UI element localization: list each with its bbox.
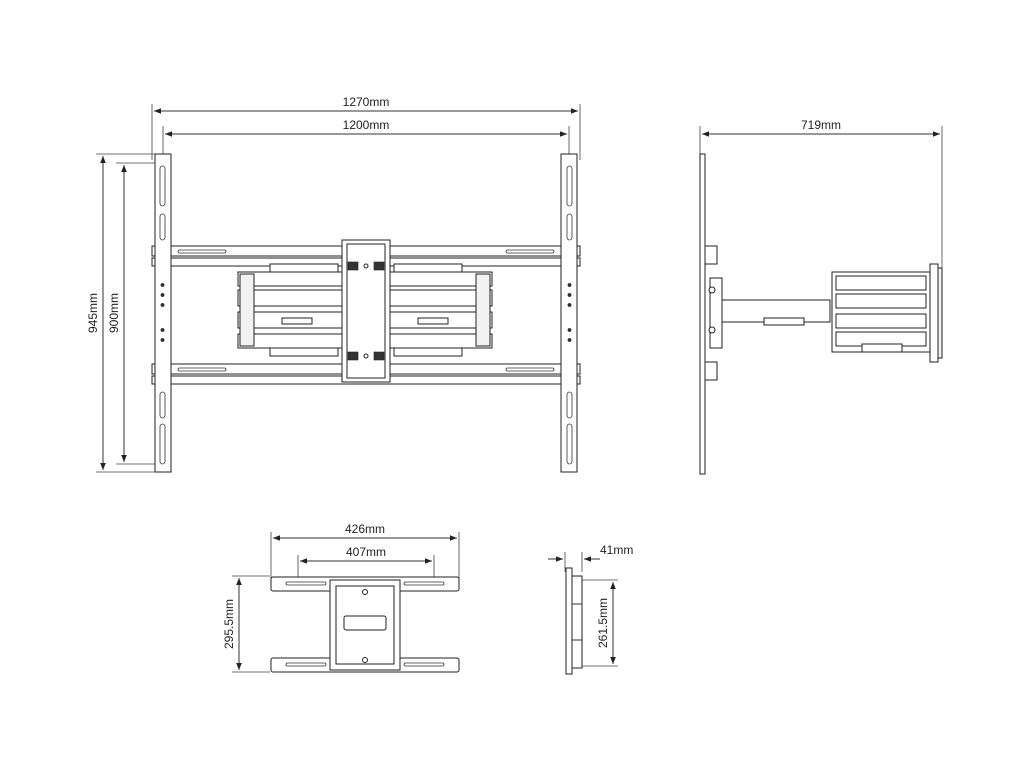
- front-view: 1270mm 1200mm 945mm 900mm: [86, 95, 581, 473]
- side-view: 719mm: [699, 118, 943, 475]
- dimension-overall-height: 945mm: [86, 153, 160, 473]
- dimension-plate-width: 426mm: [270, 522, 460, 580]
- dimension-overall-width: 1270mm: [151, 95, 581, 160]
- dimension-label: 407mm: [346, 545, 386, 559]
- dimension-label: 426mm: [345, 522, 385, 536]
- dimension-label: 945mm: [86, 293, 100, 333]
- wall-plate-side-view: 41mm 261.5mm: [548, 543, 633, 675]
- center-bracket: [341, 239, 391, 383]
- dimension-vesa-width: 1200mm: [162, 118, 570, 160]
- dimension-label: 1200mm: [343, 118, 390, 132]
- dimension-label: 1270mm: [343, 95, 390, 109]
- dimension-vesa-height: 900mm: [107, 162, 160, 465]
- dimension-label: 295.5mm: [222, 599, 236, 649]
- dimension-label: 261.5mm: [596, 598, 610, 648]
- dimension-plate-side-height: 261.5mm: [582, 579, 618, 667]
- wall-plate-front-view: 426mm 407mm 295.5mm: [222, 522, 460, 673]
- dimension-label: 41mm: [600, 543, 633, 557]
- dimension-label: 719mm: [801, 118, 841, 132]
- dimension-plate-depth: 41mm: [548, 543, 633, 572]
- vertical-posts: [154, 153, 578, 473]
- dimension-label: 900mm: [107, 293, 121, 333]
- tv-bracket-edge: [699, 153, 706, 475]
- dimension-plate-height: 295.5mm: [222, 575, 270, 673]
- dimension-depth: 719mm: [699, 118, 943, 268]
- dimension-plate-hole-width: 407mm: [297, 545, 435, 582]
